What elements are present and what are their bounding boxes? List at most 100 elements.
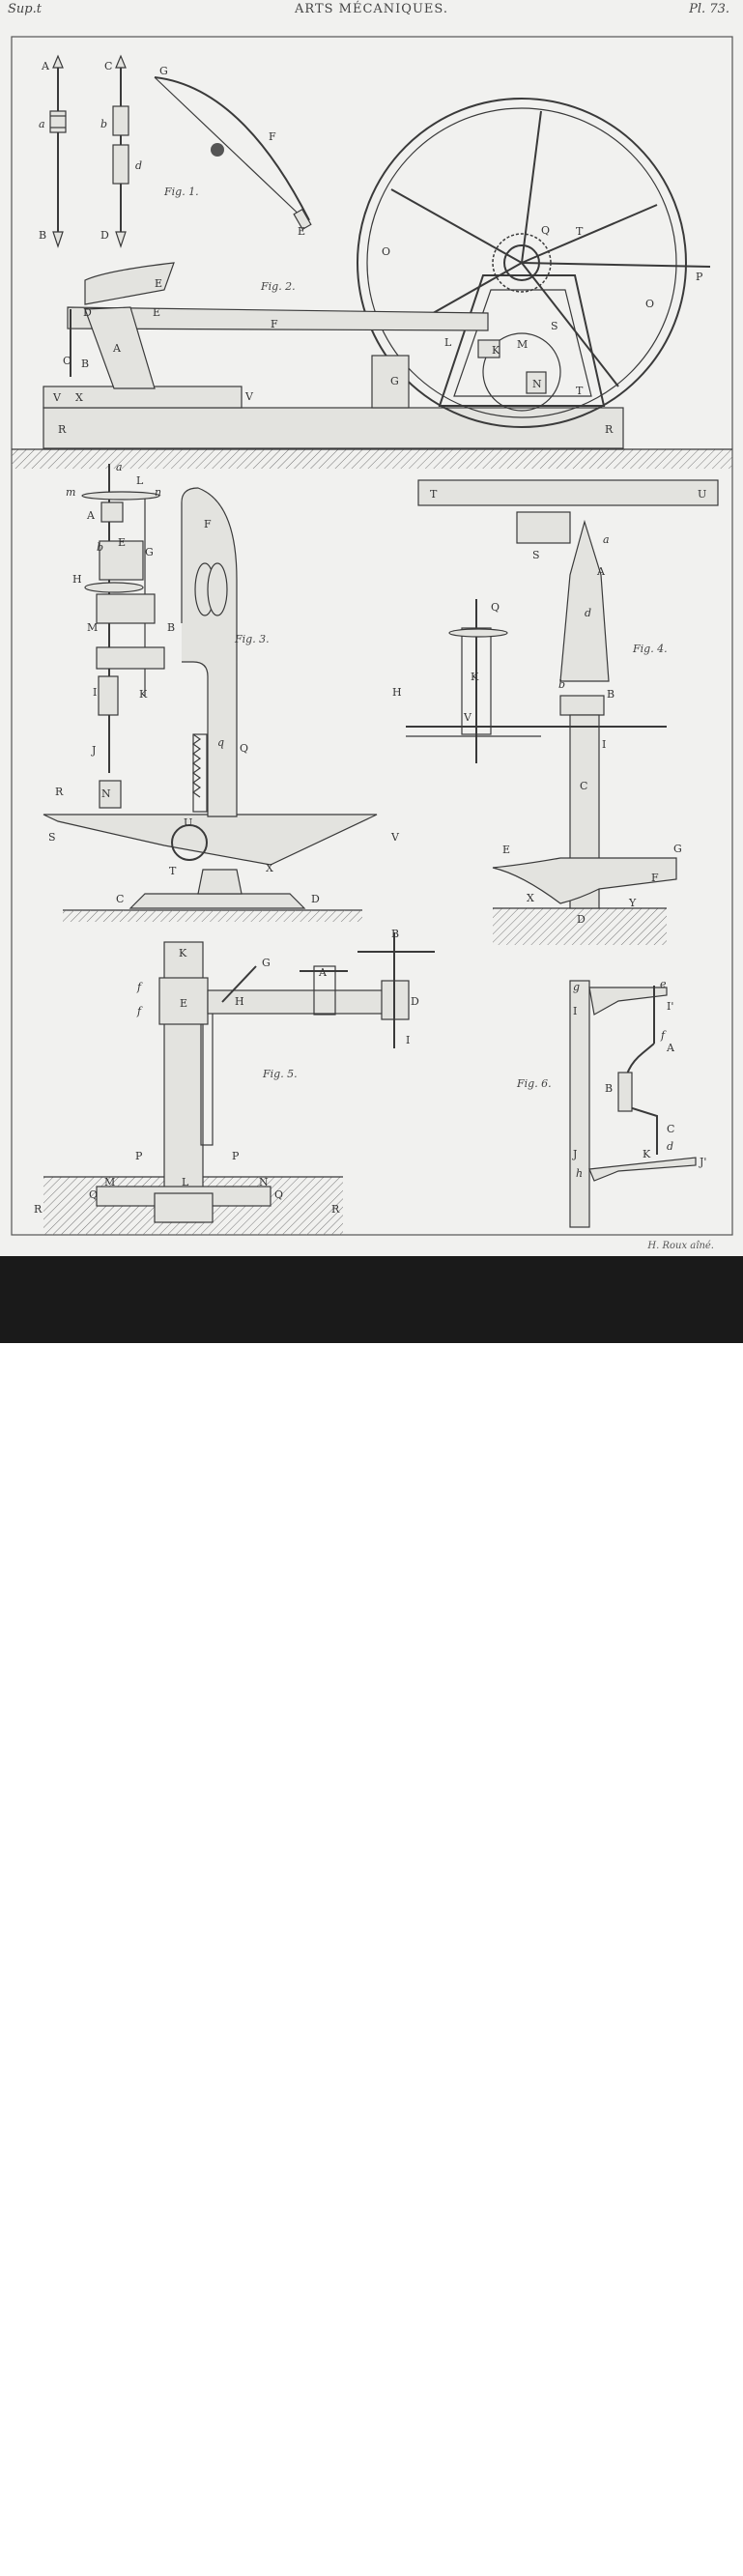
svg-text:X: X (527, 892, 534, 904)
svg-text:J: J (572, 1148, 577, 1160)
svg-text:E: E (118, 536, 126, 549)
fig-1-caption: Fig. 1. (163, 186, 199, 198)
svg-text:d: d (667, 1140, 673, 1153)
svg-text:R: R (605, 423, 614, 436)
svg-text:C: C (104, 60, 112, 72)
svg-text:T: T (169, 865, 177, 877)
watermark-banner: alamy T2H9TB www.alamy.com (0, 1256, 743, 2576)
svg-text:n: n (155, 486, 161, 499)
svg-text:D: D (577, 913, 586, 926)
svg-text:d: d (135, 159, 142, 172)
svg-text:a: a (603, 533, 610, 546)
fig-5-caption: Fig. 5. (262, 1068, 298, 1080)
svg-text:P: P (232, 1150, 240, 1162)
svg-text:U: U (184, 816, 192, 829)
svg-text:q: q (217, 736, 224, 749)
svg-text:S: S (532, 549, 540, 561)
svg-text:K: K (643, 1148, 651, 1160)
svg-text:C: C (116, 893, 124, 905)
plate-title: ARTS MÉCANIQUES. (295, 2, 448, 16)
svg-text:V: V (463, 711, 472, 724)
svg-text:U: U (698, 488, 706, 501)
svg-text:L: L (444, 336, 452, 349)
svg-text:f: f (136, 981, 143, 993)
supplement-label: Sup.t (8, 2, 42, 16)
svg-text:b: b (100, 118, 107, 130)
svg-text:Q: Q (89, 1188, 98, 1201)
svg-text:f: f (136, 1005, 143, 1017)
svg-text:g: g (573, 981, 580, 993)
svg-text:N: N (259, 1176, 269, 1188)
fig-3-caption: Fig. 3. (234, 633, 270, 645)
svg-text:T: T (430, 488, 438, 501)
svg-text:F: F (271, 318, 278, 330)
svg-text:E: E (502, 844, 510, 856)
svg-text:O: O (382, 245, 390, 258)
svg-text:L: L (182, 1176, 189, 1188)
svg-text:X: X (75, 391, 83, 404)
engraver-credit: H. Roux aîné. (647, 1241, 714, 1251)
svg-text:I': I' (667, 1000, 673, 1013)
svg-text:B: B (605, 1082, 613, 1095)
svg-text:A: A (666, 1042, 675, 1054)
svg-text:C: C (580, 780, 587, 792)
floor-hatch-top (12, 449, 732, 469)
svg-text:G: G (390, 375, 399, 387)
svg-text:P: P (135, 1150, 143, 1162)
plate-number: Pl. 73. (689, 2, 729, 16)
svg-text:A: A (86, 509, 96, 522)
svg-text:D: D (411, 995, 419, 1008)
svg-text:R: R (58, 423, 67, 436)
svg-text:I: I (602, 738, 606, 751)
svg-text:B: B (167, 621, 175, 634)
svg-text:Y: Y (628, 897, 637, 909)
svg-text:R: R (331, 1203, 340, 1216)
svg-text:L: L (136, 474, 144, 487)
fig-6-caption: Fig. 6. (516, 1077, 552, 1090)
svg-text:b: b (558, 678, 565, 691)
svg-text:G: G (673, 843, 682, 855)
svg-text:R: R (55, 786, 64, 798)
svg-text:E: E (153, 306, 160, 319)
svg-text:b: b (97, 541, 103, 554)
svg-text:Q: Q (274, 1188, 283, 1201)
svg-text:C: C (667, 1123, 674, 1135)
svg-text:S: S (551, 320, 558, 332)
svg-text:N: N (532, 378, 542, 390)
svg-text:H: H (235, 995, 244, 1008)
svg-text:N: N (101, 787, 111, 800)
svg-text:V: V (244, 390, 254, 403)
svg-text:A: A (596, 565, 606, 578)
svg-text:a: a (116, 461, 123, 473)
svg-text:H: H (392, 686, 402, 699)
svg-text:X: X (266, 862, 273, 874)
svg-text:D: D (100, 229, 109, 242)
svg-text:E: E (180, 997, 187, 1010)
alamy-logo: alamy (27, 2523, 164, 2571)
svg-text:e: e (660, 978, 667, 990)
svg-text:M: M (87, 621, 98, 634)
svg-text:B: B (39, 229, 46, 242)
svg-text:Q: Q (541, 224, 550, 237)
svg-text:C: C (63, 355, 71, 367)
svg-text:B: B (391, 928, 399, 940)
svg-text:I: I (93, 686, 97, 699)
svg-text:A: A (112, 342, 122, 355)
plate-border (11, 36, 733, 1236)
fig-2-caption: Fig. 2. (260, 280, 296, 293)
svg-text:G: G (159, 65, 168, 77)
site-url: www.alamy.com (614, 2561, 724, 2576)
svg-text:M: M (517, 338, 528, 351)
svg-text:A: A (318, 966, 328, 979)
svg-text:h: h (576, 1167, 583, 1180)
svg-text:m: m (66, 486, 75, 499)
svg-text:B: B (607, 688, 614, 701)
fig-4-caption: Fig. 4. (632, 643, 668, 655)
svg-text:a: a (39, 118, 45, 130)
svg-text:K: K (179, 947, 187, 959)
